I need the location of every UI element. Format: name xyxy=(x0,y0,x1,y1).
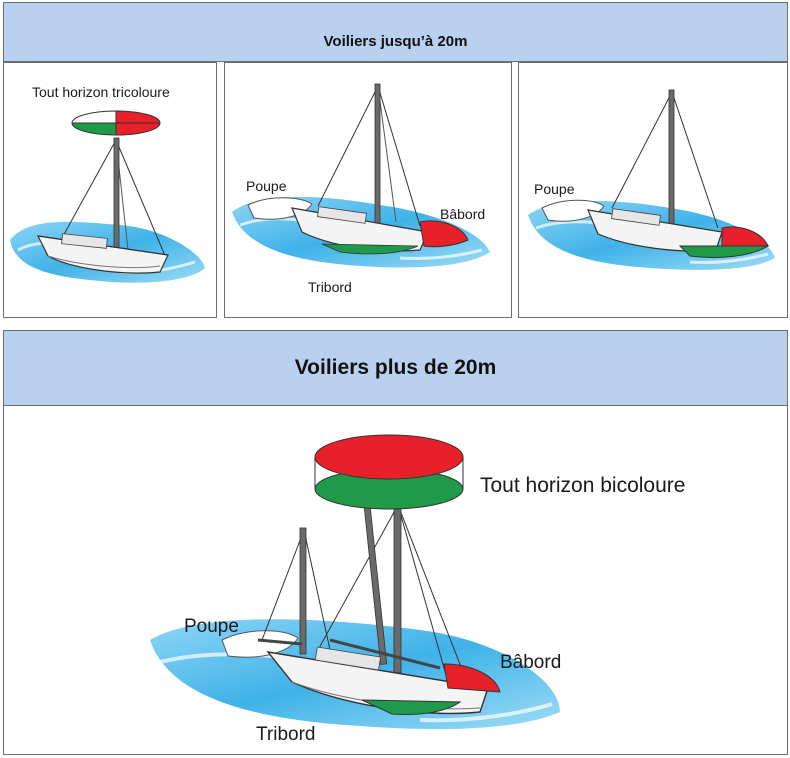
stern-light-3 xyxy=(541,199,605,222)
sailboat-sidelights: Poupe Bâbord Tribord xyxy=(232,83,490,295)
label-port: Bâbord xyxy=(440,206,485,222)
label-bicolour: Tout horizon bicoloure xyxy=(480,474,685,497)
port-light-4 xyxy=(443,663,501,693)
label-stern: Poupe xyxy=(246,178,287,194)
label-tricolour: Tout horizon tricoloure xyxy=(32,84,170,100)
bicolour-light xyxy=(314,434,464,510)
label-stern-3: Poupe xyxy=(534,181,575,197)
label-starboard: Tribord xyxy=(308,279,352,295)
panel-sidelights xyxy=(224,62,512,318)
starboard-light-4 xyxy=(361,699,462,715)
stern-light-4 xyxy=(221,630,299,658)
starboard-light-3 xyxy=(678,245,770,258)
tricolour-light xyxy=(71,110,161,136)
label-port-4: Bâbord xyxy=(500,652,561,673)
header-small-title: Voiliers jusqu’à 20m xyxy=(323,32,468,50)
port-light-3 xyxy=(721,226,769,247)
label-starboard-4: Tribord xyxy=(256,724,315,745)
header-large-title: Voiliers plus de 20m xyxy=(294,356,497,379)
label-stern-4: Poupe xyxy=(184,616,239,637)
sailboat-bicolour: Tout horizon bicoloure Poupe Bâbord Trib… xyxy=(150,434,685,745)
starboard-light xyxy=(321,243,419,255)
sailboat-combined: Poupe xyxy=(528,89,775,270)
sailboat-tricolour: Tout horizon tricoloure xyxy=(10,84,205,283)
panel-sidelights-2 xyxy=(518,62,788,318)
header-small-sailboats: Voiliers jusqu’à 20m xyxy=(3,2,788,62)
port-light xyxy=(419,220,469,248)
